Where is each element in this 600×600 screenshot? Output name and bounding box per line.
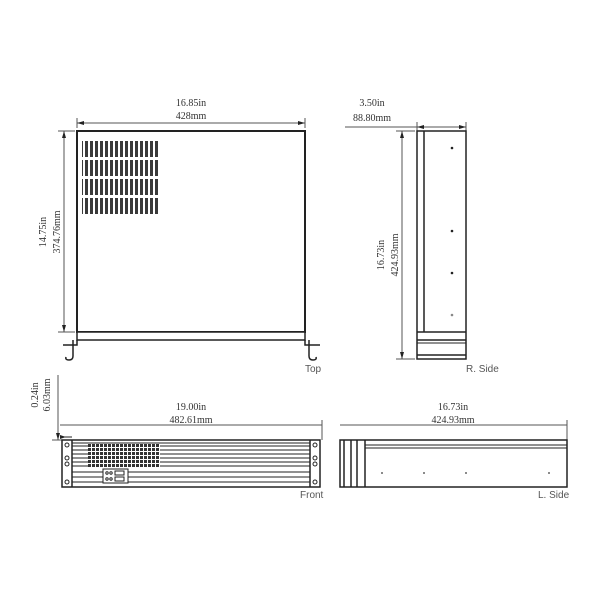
top-width-in: 16.85in — [176, 98, 206, 109]
rside-view-label: R. Side — [466, 364, 499, 375]
lside-length-mm: 424.93mm — [431, 415, 474, 426]
front-width-mm: 482.61mm — [169, 415, 212, 426]
lside-length-in: 16.73in — [438, 402, 468, 413]
rside-depth-mm: 424.93mm — [390, 233, 401, 276]
rside-depth-in: 16.73in — [376, 240, 387, 270]
left-side-view — [339, 420, 568, 488]
rside-width-mm: 88.80mm — [353, 113, 391, 124]
front-view-label: Front — [300, 490, 324, 501]
right-side-view — [345, 122, 467, 360]
rside-width-in: 3.50in — [359, 98, 384, 109]
top-view — [58, 118, 320, 361]
front-offset-in: 0.24in — [30, 382, 41, 407]
top-width-mm: 428mm — [176, 111, 207, 122]
front-offset-mm: 6.03mm — [42, 378, 53, 411]
front-width-in: 19.00in — [176, 402, 206, 413]
front-view — [52, 375, 323, 488]
top-view-label: Top — [305, 364, 322, 375]
lside-view-label: L. Side — [538, 490, 570, 501]
top-depth-mm: 374.76mm — [52, 210, 63, 253]
top-depth-in: 14.75in — [38, 217, 49, 247]
